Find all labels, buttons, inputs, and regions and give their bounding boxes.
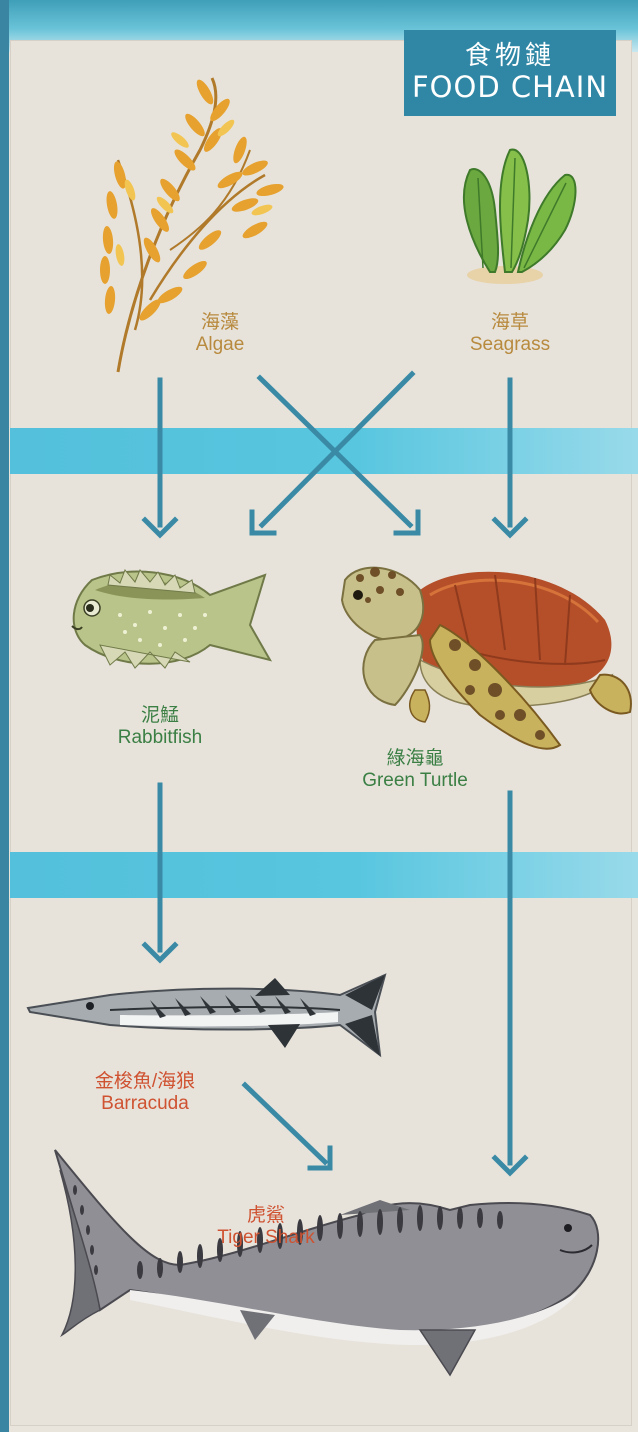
arrows-level-1 <box>145 374 525 535</box>
seagrass-name-en: Seagrass <box>455 334 565 356</box>
barracuda-name-en: Barracuda <box>60 1093 230 1115</box>
barracuda-illustration <box>28 975 385 1056</box>
tiger-shark-name-en: Tiger Shark <box>196 1227 336 1249</box>
barracuda-name-zh: 金梭魚/海狼 <box>60 1071 230 1093</box>
label-tiger-shark: 虎鯊 Tiger Shark <box>196 1205 336 1249</box>
green-turtle-name-zh: 綠海龜 <box>345 748 485 770</box>
label-rabbitfish: 泥鯭 Rabbitfish <box>100 705 220 749</box>
green-turtle-illustration <box>342 567 631 749</box>
algae-name-en: Algae <box>170 334 270 356</box>
label-barracuda: 金梭魚/海狼 Barracuda <box>60 1071 230 1115</box>
arrows-level-3 <box>245 1085 330 1168</box>
rabbitfish-name-zh: 泥鯭 <box>100 705 220 727</box>
seagrass-illustration <box>464 150 576 284</box>
rabbitfish-illustration <box>72 570 270 668</box>
label-green-turtle: 綠海龜 Green Turtle <box>345 748 485 792</box>
rabbitfish-name-en: Rabbitfish <box>100 727 220 749</box>
tiger-shark-name-zh: 虎鯊 <box>196 1205 336 1227</box>
label-algae: 海藻 Algae <box>170 312 270 356</box>
tiger-shark-illustration <box>55 1150 598 1375</box>
algae-name-zh: 海藻 <box>170 312 270 334</box>
arrow-barracuda-to-shark <box>245 1085 325 1162</box>
green-turtle-name-en: Green Turtle <box>345 770 485 792</box>
label-seagrass: 海草 Seagrass <box>455 312 565 356</box>
seagrass-name-zh: 海草 <box>455 312 565 334</box>
